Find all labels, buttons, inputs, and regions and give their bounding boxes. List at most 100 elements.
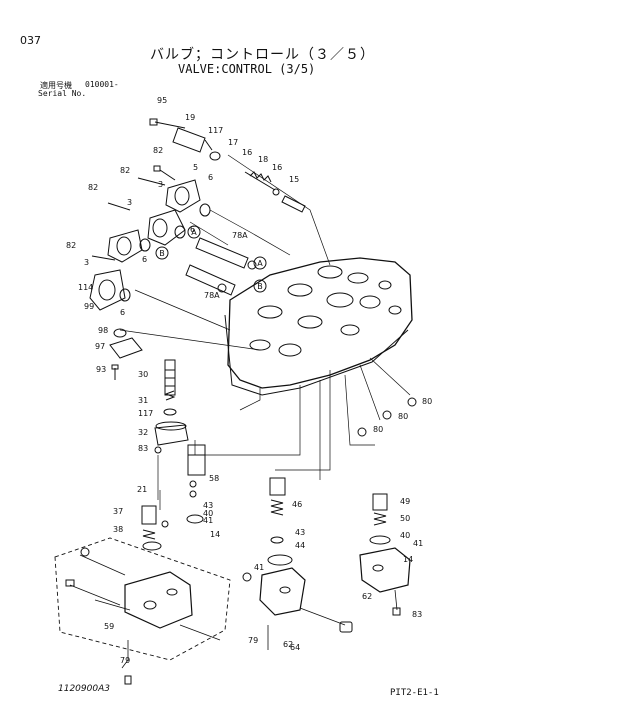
o-ring <box>369 535 391 545</box>
callout-21: 21 <box>137 485 147 494</box>
callout-38: 38 <box>113 525 123 534</box>
marker-circle-A <box>253 256 267 270</box>
flange-fitting <box>89 269 126 311</box>
callout-78A: 78A <box>204 291 220 300</box>
marker-circle-A <box>187 225 201 239</box>
callout-114: 114 <box>78 283 93 292</box>
callout-62: 62 <box>362 592 372 601</box>
callout-59: 59 <box>104 622 114 631</box>
marker-A: A <box>257 259 263 268</box>
o-ring <box>139 238 151 252</box>
o-ring <box>199 203 211 217</box>
callout-58: 58 <box>209 474 219 483</box>
page-number: 037 <box>20 34 41 47</box>
marker-circle-B <box>253 279 267 293</box>
valve-block-59 <box>124 571 193 629</box>
callout-93: 93 <box>96 365 106 374</box>
sub-assembly-boundary <box>54 537 231 661</box>
sleeve-19 <box>172 127 206 153</box>
cap-32 <box>154 424 189 446</box>
callout-117: 117 <box>208 126 223 135</box>
flange-fitting <box>165 179 201 213</box>
callout-49: 49 <box>400 497 410 506</box>
spool-78a <box>185 264 236 296</box>
callout-44: 44 <box>295 541 305 550</box>
piston-58 <box>187 444 206 476</box>
marker-A: A <box>191 228 197 237</box>
callout-32: 32 <box>138 428 148 437</box>
callout-41: 41 <box>413 539 423 548</box>
callout-5: 5 <box>193 163 198 172</box>
bolt <box>137 177 166 186</box>
figure-code: 1120900A3 <box>58 684 110 694</box>
callout-83: 83 <box>138 444 148 453</box>
spring-38 <box>142 529 156 540</box>
callout-82: 82 <box>66 241 76 250</box>
callout-14: 14 <box>210 530 220 539</box>
callout-50: 50 <box>400 514 410 523</box>
callout-79: 79 <box>248 636 258 645</box>
spool-78a <box>195 237 249 269</box>
control-valve-body <box>227 257 413 389</box>
callout-79: 79 <box>120 656 130 665</box>
callout-16: 16 <box>242 148 252 157</box>
callout-99: 99 <box>84 302 94 311</box>
o-ring <box>142 541 162 551</box>
callout-82: 82 <box>88 183 98 192</box>
callout-78A: 78A <box>232 231 248 240</box>
bolt <box>107 202 131 211</box>
callout-41: 41 <box>254 563 264 572</box>
marker-circle-B <box>155 246 169 260</box>
callout-62: 62 <box>283 640 293 649</box>
component-drawing <box>54 118 417 685</box>
callout-82: 82 <box>153 146 163 155</box>
sheet-code: PIT2-E1-1 <box>390 688 439 698</box>
spring-31 <box>164 390 176 401</box>
valve-block-64 <box>259 567 306 616</box>
spring-18 <box>244 171 276 191</box>
callout-95: 95 <box>157 96 167 105</box>
callout-16: 16 <box>272 163 282 172</box>
callout-30: 30 <box>138 370 148 379</box>
callout-19: 19 <box>185 113 195 122</box>
page-title-japanese: バルブ；コントロール（３／５） <box>150 47 375 63</box>
callout-40: 40 <box>203 509 213 518</box>
spool-30 <box>164 359 176 396</box>
spring-50 <box>373 512 387 526</box>
callout-41: 41 <box>203 516 213 525</box>
plug-15 <box>281 195 306 213</box>
o-ring <box>174 225 186 239</box>
serial-label-english: Serial No. <box>38 89 87 98</box>
callout-3: 3 <box>84 258 89 267</box>
callout-64: 64 <box>290 643 300 652</box>
bolt <box>159 169 176 181</box>
callout-98: 98 <box>98 326 108 335</box>
o-ring <box>163 408 177 416</box>
callout-3: 3 <box>158 180 163 189</box>
serial-number-value: 010001- <box>85 80 119 89</box>
callout-17: 17 <box>228 138 238 147</box>
callout-15: 15 <box>289 175 299 184</box>
o-ring <box>267 554 293 566</box>
bolt <box>154 121 186 129</box>
page-title-english: VALVE:CONTROL (3/5) <box>178 62 316 76</box>
callout-40: 40 <box>400 531 410 540</box>
cylinder-37 <box>141 505 157 525</box>
callout-6: 6 <box>208 173 213 182</box>
flange-fitting <box>147 209 186 246</box>
callout-83: 83 <box>412 610 422 619</box>
cylinder-46 <box>269 477 286 496</box>
callout-6: 6 <box>120 308 125 317</box>
callout-117: 117 <box>138 409 153 418</box>
callout-43: 43 <box>295 528 305 537</box>
callout-46: 46 <box>292 500 302 509</box>
o-ring <box>119 288 131 302</box>
callout-31: 31 <box>138 396 148 405</box>
serial-label-japanese: 適用号機 <box>40 81 72 90</box>
cylinder-49 <box>372 493 388 511</box>
callout-80: 80 <box>398 412 408 421</box>
